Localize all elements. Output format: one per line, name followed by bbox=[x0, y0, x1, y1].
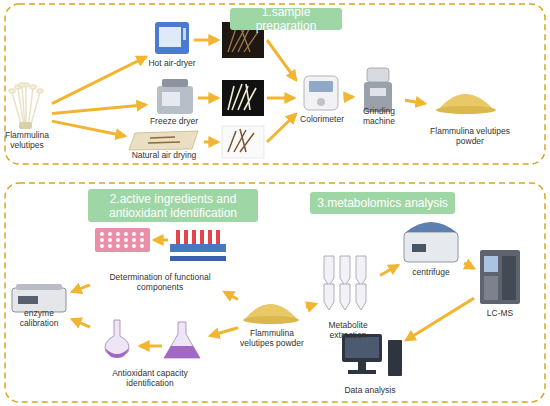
step-label: LC-MS bbox=[487, 308, 513, 318]
process-step: Grinding machine bbox=[353, 66, 405, 126]
mushroom-icon bbox=[9, 83, 43, 129]
section-header: 1.sample preparation bbox=[230, 8, 342, 30]
step-label: Determination of functional components bbox=[90, 272, 230, 292]
plate-icon bbox=[95, 228, 150, 252]
process-step: Flammulina velutipes powder bbox=[238, 288, 306, 348]
powder-icon bbox=[436, 94, 496, 114]
flask-icon bbox=[105, 320, 200, 358]
flow-arrow bbox=[224, 292, 238, 300]
flow-arrow bbox=[348, 95, 353, 98]
step-label: Data analysis bbox=[344, 385, 395, 395]
process-step: Antioxidant capacity identification bbox=[90, 318, 210, 388]
process-step: Natural air drying bbox=[125, 128, 203, 160]
flow-arrow bbox=[380, 265, 398, 275]
flow-arrow bbox=[140, 240, 168, 346]
process-step: Flammulina velutipes bbox=[2, 82, 52, 150]
step-label: Freeze dryer bbox=[150, 116, 198, 126]
step-label: Hot air-dryer bbox=[148, 58, 195, 68]
flow-arrow bbox=[52, 105, 146, 114]
step-label: Antioxidant capacity identification bbox=[90, 368, 210, 388]
reader-icon bbox=[12, 284, 66, 312]
tube-rack-icon bbox=[170, 230, 226, 261]
flow-arrow bbox=[72, 285, 90, 292]
process-step: LC-MS bbox=[474, 246, 526, 318]
flow-arrow bbox=[52, 121, 125, 136]
process-step: enzyme calibration bbox=[6, 282, 72, 328]
step-label: Grinding machine bbox=[353, 106, 405, 126]
sample-photo bbox=[222, 22, 264, 158]
panel-frame bbox=[5, 4, 545, 164]
dryer-icon bbox=[155, 22, 189, 54]
step-label: Natural air drying bbox=[132, 150, 197, 160]
section-header: 3.metabolomics analysis bbox=[310, 192, 455, 214]
flow-arrow bbox=[464, 263, 474, 268]
section-title: 3.metabolomics analysis bbox=[317, 196, 448, 210]
paper-icon bbox=[129, 131, 198, 150]
flow-arrow bbox=[405, 100, 425, 103]
process-step: Freeze dryer bbox=[146, 78, 202, 126]
computer-icon bbox=[342, 334, 402, 376]
step-label: Metabolite extraction bbox=[316, 320, 380, 340]
centrifuge-icon bbox=[404, 222, 458, 262]
freeze-dryer-icon bbox=[157, 79, 193, 114]
step-label: enzyme calibration bbox=[6, 308, 72, 328]
process-step: Metabolite extraction bbox=[316, 248, 380, 340]
tube-icon bbox=[324, 256, 366, 310]
process-step: Hot air-dryer bbox=[146, 20, 198, 68]
flow-arrow bbox=[406, 298, 474, 340]
section-header: 2.active ingredients and antioxidant ide… bbox=[88, 189, 258, 222]
grinder-icon bbox=[364, 68, 392, 112]
flow-arrow bbox=[210, 328, 238, 336]
step-label: Flammulina velutipes powder bbox=[238, 328, 306, 348]
flow-arrow bbox=[306, 304, 316, 307]
powder-icon bbox=[243, 304, 299, 324]
process-step: Flammulina velutipes powder bbox=[425, 76, 515, 146]
colorimeter-icon bbox=[304, 76, 338, 110]
panel-frame bbox=[5, 183, 545, 402]
process-step: Colorimeter bbox=[296, 72, 348, 124]
step-label: centrifuge bbox=[412, 267, 449, 277]
process-step: centrifuge bbox=[398, 215, 464, 277]
section-title: 2.active ingredients and antioxidant ide… bbox=[88, 192, 258, 220]
flow-arrow bbox=[72, 319, 90, 327]
process-step: Determination of functional components bbox=[90, 222, 230, 292]
section-title: 1.sample preparation bbox=[230, 5, 342, 33]
step-label: Flammulina velutipes bbox=[2, 130, 52, 150]
process-step: Data analysis bbox=[334, 330, 406, 395]
flow-arrow bbox=[52, 57, 146, 104]
lcms-icon bbox=[480, 250, 520, 304]
step-label: Flammulina velutipes powder bbox=[425, 126, 515, 146]
flow-arrow bbox=[194, 40, 296, 142]
step-label: Colorimeter bbox=[300, 114, 344, 124]
